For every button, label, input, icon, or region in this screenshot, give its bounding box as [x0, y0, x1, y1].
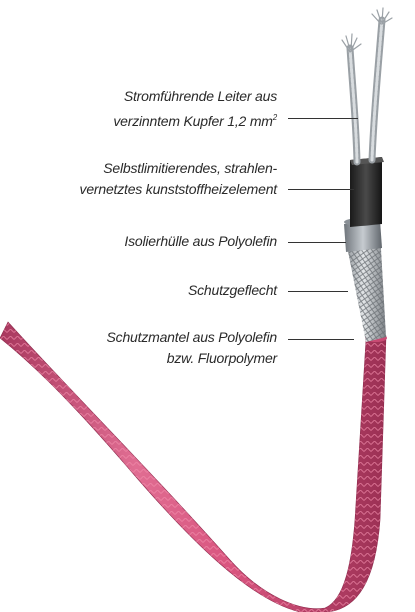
label-jacket-line2: bzw. Fluorpolymer	[107, 348, 277, 369]
label-conductors-line2: verzinntem Kupfer 1,2 mm2	[113, 107, 277, 132]
label-heating-element: Selbstlimitierendes, strahlen- vernetzte…	[80, 158, 277, 200]
label-conductors-line1: Stromführende Leiter aus	[113, 86, 277, 107]
label-shield-line1: Schutzgeflecht	[188, 280, 277, 301]
label-conductors-sup: 2	[273, 113, 277, 122]
label-heating-element-line2: vernetztes kunststoffheizelement	[80, 179, 277, 200]
copper-conductors	[342, 8, 392, 162]
label-conductors: Stromführende Leiter aus verzinntem Kupf…	[113, 86, 277, 132]
label-shield: Schutzgeflecht	[188, 280, 277, 301]
heating-element-core	[350, 157, 384, 227]
label-heating-element-line1: Selbstlimitierendes, strahlen-	[80, 158, 277, 179]
leader-insulation	[288, 242, 346, 243]
label-insulation: Isolierhülle aus Polyolefin	[124, 231, 277, 252]
label-conductors-line2-text: verzinntem Kupfer 1,2 mm	[113, 113, 272, 129]
label-jacket: Schutzmantel aus Polyolefin bzw. Fluorpo…	[107, 327, 277, 369]
label-jacket-line1: Schutzmantel aus Polyolefin	[107, 327, 277, 348]
leader-conductors	[288, 118, 358, 119]
leader-heating-element	[288, 189, 354, 190]
label-insulation-line1: Isolierhülle aus Polyolefin	[124, 231, 277, 252]
leader-jacket	[288, 339, 354, 340]
leader-shield	[288, 291, 348, 292]
